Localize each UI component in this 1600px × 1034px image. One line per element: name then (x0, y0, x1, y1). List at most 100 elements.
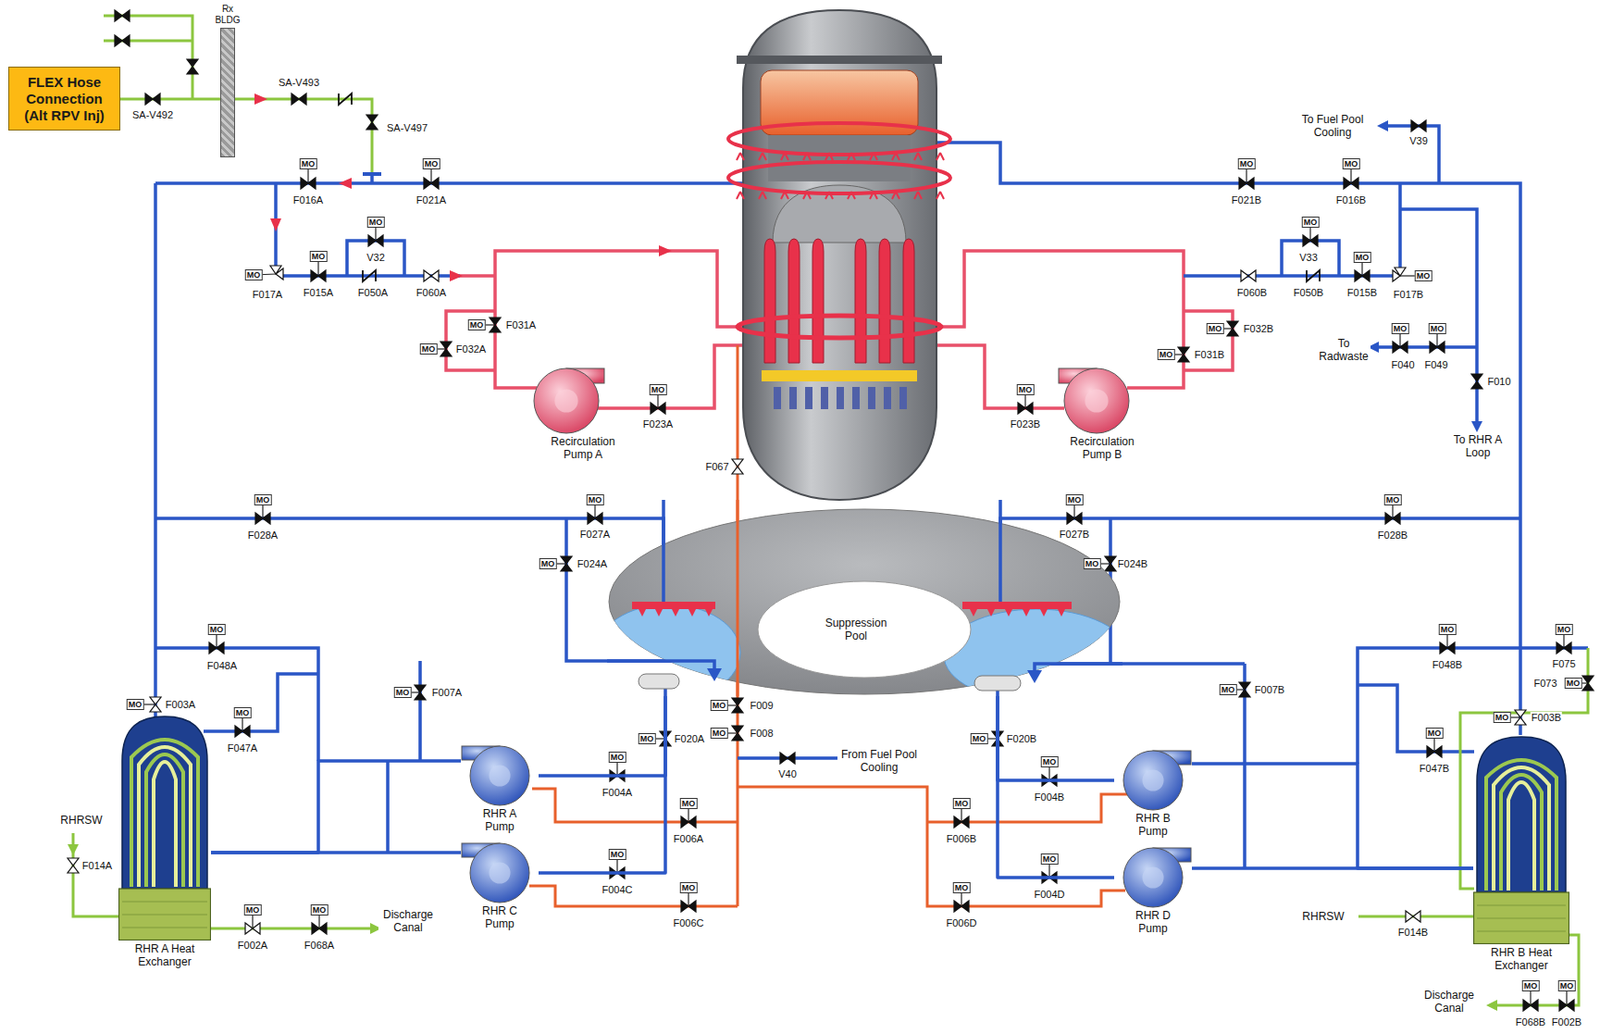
valve-tag: F048B (1431, 658, 1464, 670)
valve-tag: F020A (673, 732, 706, 745)
motor-operator-box: MO (710, 727, 729, 739)
connection-box: FLEX Hose Connection (Alt RPV Inj) (8, 66, 121, 131)
valve-tag: F068B (1514, 1016, 1547, 1028)
motor-operator-box: MO (608, 848, 627, 860)
motor-operator-box: MO (1555, 623, 1574, 635)
valve-symbol (1523, 999, 1538, 1011)
note-label: To Fuel Pool Cooling (1294, 112, 1371, 139)
pipe-line (855, 238, 867, 363)
valve-symbol (1385, 512, 1401, 524)
component-rect (768, 135, 911, 182)
valve-symbol (1240, 270, 1256, 282)
valve-symbol (1178, 347, 1190, 362)
valve-tag: F014B (1397, 926, 1429, 938)
valve-symbol (1471, 373, 1483, 389)
valve-symbol (423, 270, 439, 282)
motor-operator-box: MO (126, 698, 145, 710)
vessel-shape (943, 608, 1123, 696)
note-label: To RHR A Loop (1451, 433, 1505, 459)
valve-symbol (255, 512, 271, 524)
pipe-connector (538, 695, 666, 873)
reactor-vessel (728, 10, 951, 500)
note-label: RHRSW (1301, 909, 1345, 923)
valve-tag: F040 (1389, 359, 1415, 371)
valve-symbol (1239, 177, 1254, 189)
arrow-head (1471, 421, 1483, 433)
valve-symbol (245, 922, 261, 934)
valve-symbol (423, 177, 439, 189)
heat-exchanger-icon (118, 714, 211, 941)
component-rect (852, 386, 860, 410)
valve-symbol (414, 684, 426, 700)
symbol-group (736, 152, 944, 199)
motor-operator-box: MO (953, 797, 971, 809)
valve-tag: F050B (1292, 286, 1325, 298)
valve-tag: F008 (748, 727, 774, 739)
pipe-line (1476, 917, 1566, 919)
valve-tag: F006A (672, 832, 705, 844)
node-label: Recirculation Pump B (1059, 434, 1145, 461)
valve-tag: SA-V497 (385, 122, 429, 134)
valve-symbol (311, 922, 327, 934)
motor-operator-box: MO (420, 343, 438, 355)
node-label: Recirculation Pump A (540, 434, 626, 461)
arrow-head (638, 608, 646, 617)
pipe-line (788, 238, 800, 363)
valve-tag: F060A (415, 286, 447, 298)
component-rect (761, 370, 918, 382)
valve-symbol (149, 696, 162, 712)
vessel-shape (728, 161, 951, 194)
motor-operator-box: MO (394, 686, 412, 698)
pipe-line (1476, 930, 1566, 932)
pump-icon (527, 367, 606, 435)
arrow-head (705, 608, 713, 617)
valve-tag: F003B (1530, 711, 1563, 723)
component-rect (773, 386, 782, 410)
arrow-head (987, 608, 995, 617)
pipe-connector (210, 760, 461, 853)
pump-casing (470, 745, 530, 806)
pump-casing (533, 368, 599, 434)
pipe-line (73, 647, 1588, 1005)
valve-symbol (681, 900, 696, 912)
motor-operator-box: MO (1438, 623, 1457, 635)
pipe-connector (997, 695, 1115, 878)
pipe-line (803, 152, 811, 199)
pump-icon (460, 744, 539, 807)
component-rect (119, 888, 211, 941)
pump-casing (1141, 866, 1164, 888)
pipe-line (122, 901, 208, 903)
valve-symbol (1227, 321, 1239, 336)
valve-symbol (1302, 235, 1318, 247)
motor-operator-box: MO (310, 250, 328, 262)
valve-tag: F006B (945, 832, 978, 844)
pipe-line (758, 152, 767, 199)
node-label: RHR A Heat Exchanger (119, 942, 211, 968)
recirculation-pump: Recirculation Pump B (1057, 367, 1147, 461)
pipe-line (607, 499, 1123, 696)
motor-operator-box: MO (367, 216, 385, 228)
valve-tag: F016B (1335, 194, 1367, 206)
pipe-line (122, 927, 208, 929)
node-label: RHR B Heat Exchanger (1473, 945, 1570, 972)
component-rect (899, 386, 907, 410)
pipe-line (122, 716, 208, 889)
valve-tag: F073 (1532, 677, 1558, 689)
valve-tag: F007B (1253, 683, 1286, 695)
valve-symbol (780, 752, 795, 764)
pipe-line (936, 152, 944, 199)
valve-tag: F028A (247, 529, 279, 541)
pump-casing (1123, 750, 1183, 810)
arrow-head (1057, 608, 1066, 617)
motor-operator-box: MO (1391, 322, 1410, 335)
valve-symbol (368, 235, 384, 247)
valve-tag: F032A (455, 343, 487, 355)
valve-tag: F015B (1346, 286, 1378, 298)
node-label: Rx BLDG (212, 3, 243, 26)
suppression-pool: Suppression Pool (607, 499, 1123, 696)
symbol-group (764, 238, 915, 363)
valve-symbol (489, 317, 501, 333)
pipe-line (1486, 759, 1557, 891)
valve-tag: F007A (431, 686, 463, 698)
motor-operator-box: MO (468, 319, 486, 331)
